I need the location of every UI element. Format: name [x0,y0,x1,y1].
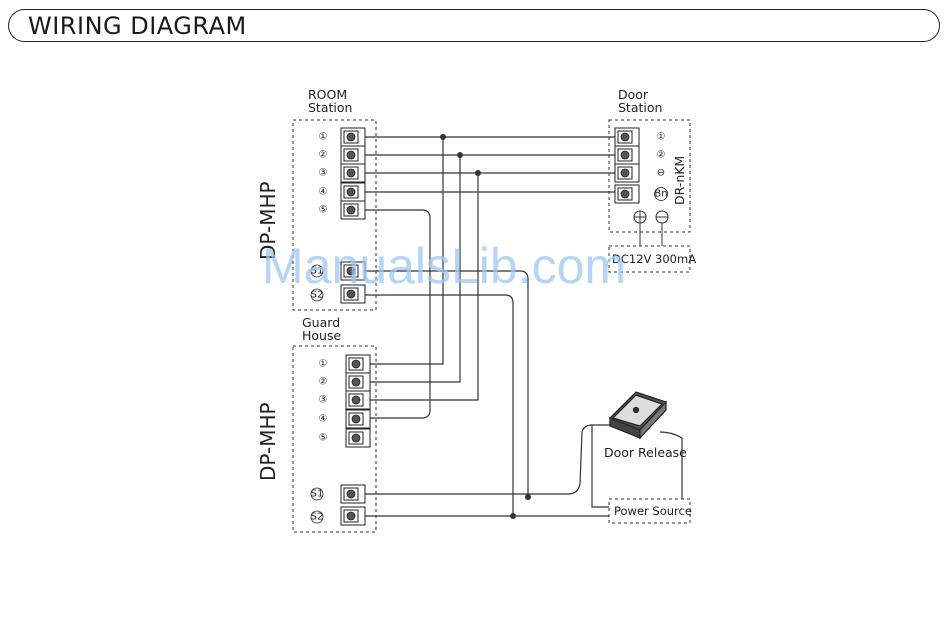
room-terminal-2 [341,146,365,164]
svg-text:①: ① [657,132,666,143]
door-terminal-label-2: ② [657,150,666,161]
wire-14 [660,432,682,499]
door-release-icon [610,392,666,438]
junction-dot-5 [510,513,516,519]
guard-terminal-s2 [341,507,365,525]
svg-text:②: ② [657,150,666,161]
door-terminal-label-3: ⊖ [657,168,665,179]
svg-text:②: ② [319,377,328,388]
terminal-blocks: ① ② ③ ④ ⑤ ① ② ③ ④ ⑤ ① ② ⊖ Bn [319,128,668,525]
room-terminal-1 [341,128,365,146]
room-terminal-label-3: ③ [319,168,328,179]
room-terminal-label-5: ⑤ [319,205,328,216]
guard-terminal-1 [346,355,370,373]
svg-text:③: ③ [319,168,328,179]
guard-terminal-2 [346,373,370,391]
guard-house-model: DP-MHP [256,402,280,481]
room-station-label-2: Station [308,100,352,115]
power-source-label: Power Source [614,504,692,518]
room-terminal-label-4: ④ [319,187,328,198]
room-terminal-4 [341,183,365,201]
room-terminal-label-1: ① [319,132,328,143]
junction-dot-4 [525,494,531,500]
door-terminal-3 [615,164,639,182]
svg-text:③: ③ [319,395,328,406]
svg-text:①: ① [319,132,328,143]
door-terminal-label-1: ① [657,132,666,143]
guard-terminal-label-3: ③ [319,395,328,406]
svg-text:⑤: ⑤ [319,433,328,444]
door-terminal-1 [615,128,639,146]
door-terminal-label-4: Bn [654,189,667,200]
door-power-terminals [634,211,668,246]
door-terminal-4 [615,185,639,203]
junction-dot-3 [475,170,481,176]
watermark: ManualsLib.com [262,238,626,294]
guard-terminal-label-5: ⑤ [319,433,328,444]
junction-dot-2 [457,152,463,158]
room-terminal-3 [341,164,365,182]
room-terminal-label-2: ② [319,150,328,161]
svg-text:④: ④ [319,187,328,198]
door-station-label-2: Station [618,100,662,115]
power-source: Power Source [609,499,692,523]
wire-11 [365,425,612,494]
door-terminal-2 [615,146,639,164]
svg-text:⊖: ⊖ [657,168,665,179]
svg-text:②: ② [319,150,328,161]
svg-text:⑤: ⑤ [319,205,328,216]
svg-text:④: ④ [319,414,328,425]
wire-13 [592,425,609,507]
guard-terminal-label-4: ④ [319,414,328,425]
guard-terminal-5 [346,429,370,447]
guard-terminal-3 [346,391,370,409]
svg-text:①: ① [319,359,328,370]
room-terminal-5 [341,201,365,219]
guard-terminal-s1 [341,485,365,503]
door-release-label: Door Release [604,445,687,460]
wire-9 [365,271,528,497]
wire-10 [365,295,513,516]
junction-dot-1 [440,134,446,140]
guard-terminal-label-1: ① [319,359,328,370]
guard-terminal-4 [346,410,370,428]
svg-text:Bn: Bn [654,189,667,200]
guard-house-label-2: House [302,328,341,343]
guard-terminal-label-2: ② [319,377,328,388]
door-release: Door Release [604,392,687,460]
door-station-model: DR-nKM [672,156,687,205]
